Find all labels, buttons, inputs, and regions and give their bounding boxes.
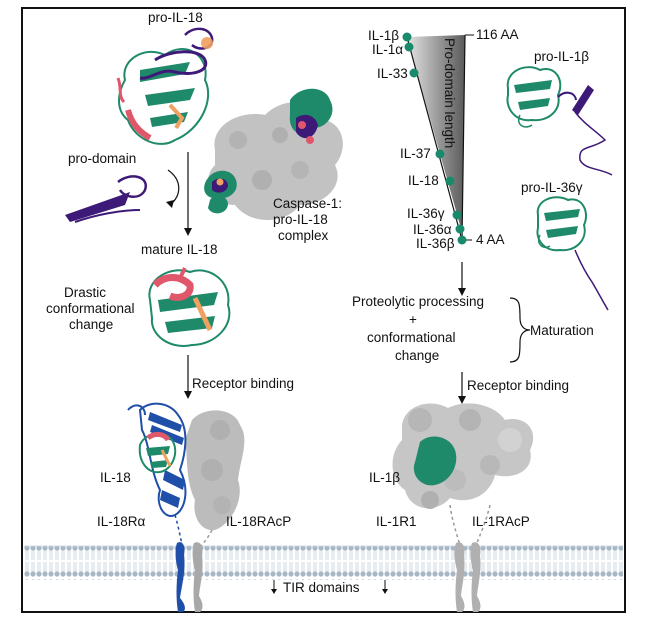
mature-il18-label: mature IL-18 [141,242,218,257]
dot-il36g [452,210,462,220]
caspase1-label-line2: pro-IL-18 [273,212,328,227]
dot-il33 [409,68,419,78]
arrow-receptor-binding-right-head [458,396,466,404]
mature-il18-structure-icon [148,267,231,347]
tir-arrow-right-head [382,589,388,594]
cytokine-il18-label: IL-18 [408,173,439,188]
maturation-label: Maturation [530,323,594,338]
dot-il18 [445,176,455,186]
dot-il36b [457,235,467,245]
bottom-value-label: 4 AA [476,232,505,247]
cytokine-il36a-label: IL-36α [413,222,452,237]
pro-il1b-label: pro-IL-1β [534,49,589,64]
cytokine-il1a-label: IL-1α [372,42,403,57]
il1r1-label: IL-1R1 [376,514,417,529]
cell-membrane [24,546,623,580]
processing-line3: conformational [367,330,456,345]
dot-il37 [435,149,445,159]
caspase1-label-line3: complex [278,228,329,243]
prodomain-length-axis-label: Pro-domain length [442,38,457,148]
maturation-brace [509,297,531,363]
processing-line4: change [395,348,439,363]
cytokine-il36b-label: IL-36β [416,236,455,251]
il18racp-label: IL-18RAcP [226,514,291,529]
cytokine-dots [402,32,467,245]
arrow-receptor-binding-left-head [184,391,192,399]
pro-domain-arrowhead [166,200,174,208]
receptor-binding-right-label: Receptor binding [467,378,569,393]
caspase1-complex-icon [204,88,343,220]
pro-domain-ribbon-icon [65,175,148,223]
arrow-processing-right-head [458,288,466,296]
il1b-bound-label: IL-1β [369,470,400,485]
drastic-change-line1: Drastic [64,285,106,300]
arrow-to-mature-il18-head [184,228,192,236]
il18-bound-label: IL-18 [100,470,131,485]
pro-il1b-structure-icon [506,66,613,176]
il1r1-linker [449,504,461,546]
il1-receptor-complex-icon [392,403,534,509]
dot-il36a [455,224,465,234]
il18ra-label: IL-18Rα [97,514,146,529]
wedge-right-edge [461,34,466,241]
dot-il1a [404,42,414,52]
il18-receptor-complex-icon [127,402,245,531]
pro-il36g-label: pro-IL-36γ [521,180,583,195]
transmembrane-helices [175,542,481,612]
pro-il36g-structure-icon [536,196,609,311]
top-value-label: 116 AA [476,27,519,42]
cytokine-il37-label: IL-37 [400,146,431,161]
il1racp-label: IL-1RAcP [472,514,530,529]
il18ra-linker [174,514,183,546]
pro-domain-label: pro-domain [68,151,136,166]
tir-arrow-left-head [271,589,277,594]
drastic-change-line2: conformational [46,301,135,316]
tir-domains-label: TIR domains [283,580,360,595]
cytokine-il36g-label: IL-36γ [407,206,445,221]
drastic-change-line3: change [69,317,113,332]
dot-il1b [402,32,412,42]
processing-line2: + [409,312,417,327]
pro-il18-structure-icon [116,27,214,145]
processing-line1: Proteolytic processing [352,294,484,309]
cytokine-il1b-label: IL-1β [368,28,399,43]
receptor-binding-left-label: Receptor binding [192,376,294,391]
cytokine-il33-label: IL-33 [377,66,408,81]
caspase1-label-line1: Caspase-1: [273,196,342,211]
pro-il18-label: pro-IL-18 [148,10,203,25]
